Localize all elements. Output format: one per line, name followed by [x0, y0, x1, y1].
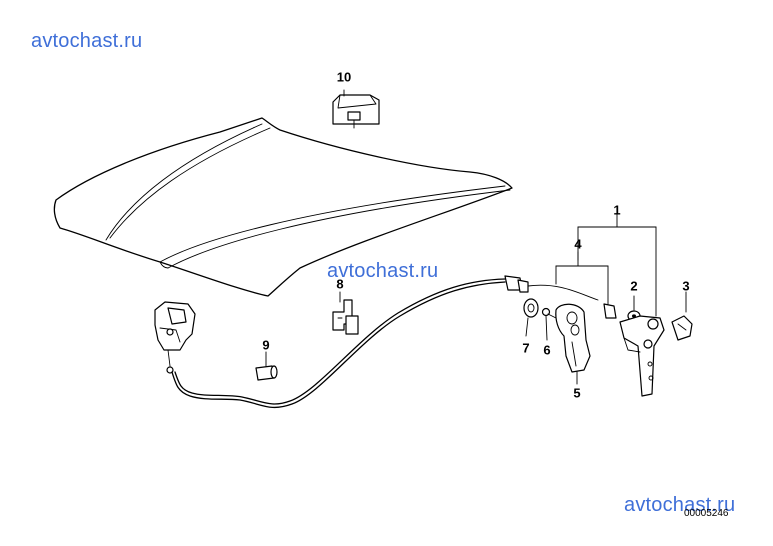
watermark: avtochast.ru — [327, 260, 439, 282]
hood — [53, 117, 513, 297]
callout-8: 8 — [336, 276, 344, 292]
part-5-release-handle — [555, 303, 591, 373]
part-7-grommet — [523, 298, 539, 318]
part-10-bumper-stop — [332, 94, 380, 129]
callout-9: 9 — [262, 337, 270, 353]
callout-2: 2 — [630, 278, 638, 294]
cable-end — [504, 275, 599, 301]
part-3-clip — [671, 315, 693, 341]
leader-lines — [265, 89, 687, 385]
watermark: avtochast.ru — [624, 494, 736, 516]
callout-7: 7 — [522, 340, 530, 356]
callout-5: 5 — [573, 385, 581, 401]
part-9-bushing — [255, 365, 278, 381]
release-cable — [171, 278, 506, 408]
part-8-striker — [332, 299, 359, 335]
callout-4: 4 — [574, 236, 582, 252]
callout-1: 1 — [613, 202, 621, 218]
watermark: avtochast.ru — [31, 30, 143, 52]
hood-lock — [154, 301, 196, 374]
document-id: 00005246 — [684, 508, 729, 519]
bracket — [603, 303, 665, 397]
callout-3: 3 — [682, 278, 690, 294]
callout-6: 6 — [543, 342, 551, 358]
part-6-screw — [541, 307, 557, 319]
callout-10: 10 — [336, 69, 352, 85]
